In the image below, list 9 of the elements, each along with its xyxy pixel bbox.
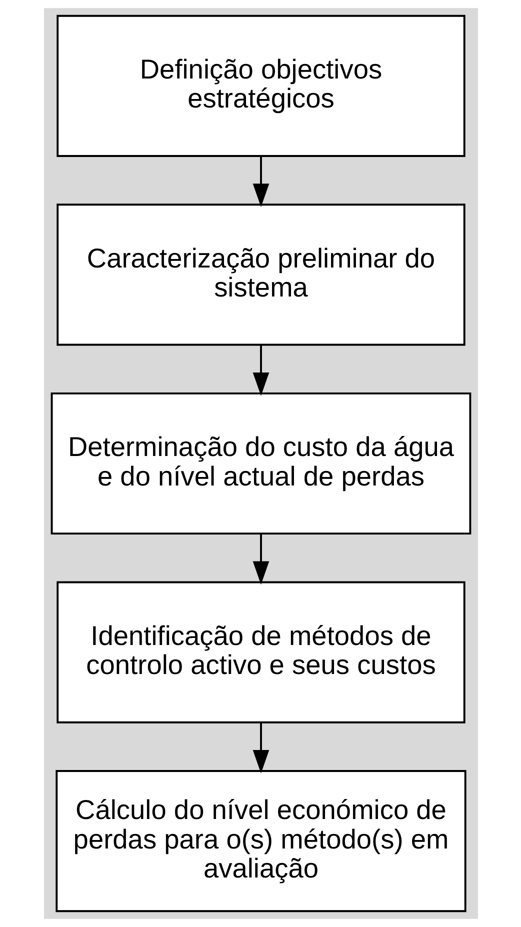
arrow [252,344,269,396]
arrow [252,722,269,774]
node-box: Definição objectivos estratégicos [56,14,465,157]
arrow [252,534,269,585]
node-box: Identificação de métodos de controlo activo e seus custos [56,581,465,724]
arrow [252,156,269,208]
node-box: Determinação do custo da água e do nível actual de perdas [50,392,471,535]
node-box: Cálculo do nível económico de perdas para o(s) método(s) em avaliação [55,770,466,912]
node-box: Caracterização preliminar do sistema [56,204,465,346]
